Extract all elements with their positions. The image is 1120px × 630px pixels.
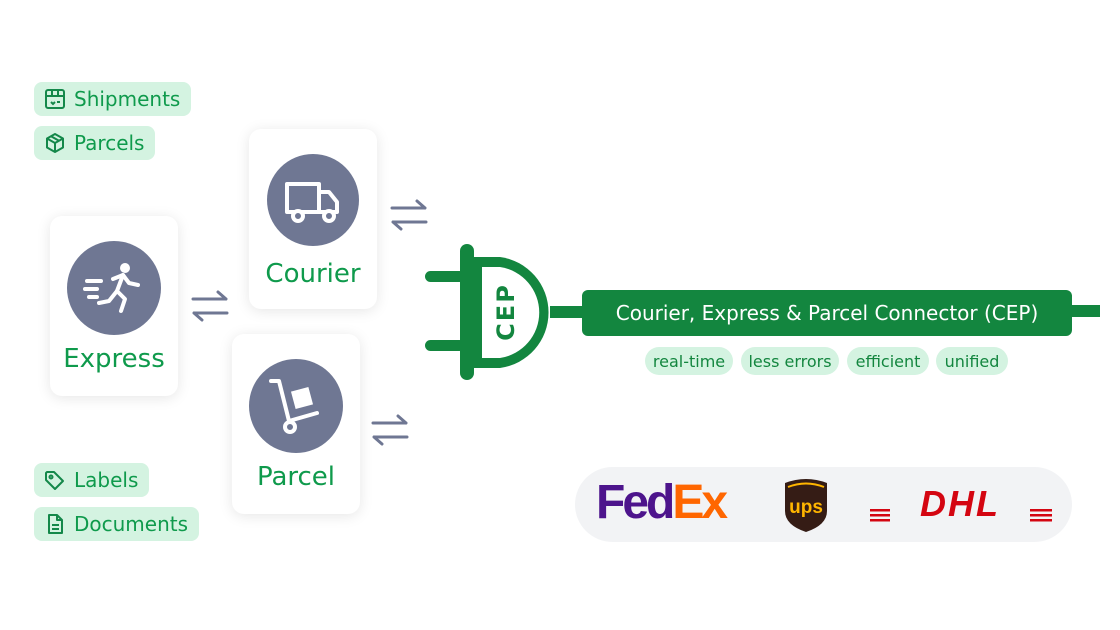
connector-bar: Courier, Express & Parcel Connector (CEP… <box>582 290 1072 336</box>
tag-documents-label: Documents <box>74 512 189 536</box>
swap-arrows-icon <box>191 290 229 322</box>
parcel-circle <box>249 359 343 453</box>
box-icon <box>46 133 64 153</box>
dhl-logo-text: DHL <box>920 487 1000 523</box>
tag-parcels: Parcels <box>34 126 156 160</box>
tag-labels-label: Labels <box>74 468 139 492</box>
running-person-icon <box>83 263 140 313</box>
feature-label: efficient <box>855 351 921 371</box>
swap-arrows-icon <box>390 199 428 231</box>
card-courier: Courier <box>249 129 377 309</box>
shipments-icon <box>45 89 65 109</box>
feature-pill: real-time <box>645 347 733 375</box>
feature-label: unified <box>944 351 1000 371</box>
card-express: Express <box>50 216 178 396</box>
ups-logo-text: ups <box>789 497 823 518</box>
connector-line <box>1068 305 1100 317</box>
card-courier-label: Courier <box>265 259 361 289</box>
hand-truck-icon <box>269 379 319 434</box>
tag-documents: Documents <box>34 507 200 541</box>
fedex-logo-fed: Fed <box>596 476 675 529</box>
cep-plug-label: CEP <box>492 283 520 341</box>
ups-logo: ups <box>785 479 827 532</box>
fedex-logo: FedEx <box>596 476 728 529</box>
tag-shipments: Shipments <box>34 82 192 116</box>
connector-title: Courier, Express & Parcel Connector (CEP… <box>615 301 1039 325</box>
label-tag-icon <box>45 471 64 490</box>
tag-labels: Labels <box>34 463 150 497</box>
card-parcel-label: Parcel <box>256 462 336 492</box>
express-circle <box>67 241 161 335</box>
document-icon <box>48 514 63 534</box>
dhl-logo: DHL <box>870 487 1052 523</box>
feature-pill: unified <box>936 347 1008 375</box>
tag-parcels-label: Parcels <box>74 131 145 155</box>
card-parcel: Parcel <box>232 334 360 514</box>
feature-pill: less errors <box>741 347 839 375</box>
courier-circle <box>267 154 359 246</box>
cep-plug-icon: CEP <box>425 244 600 380</box>
tag-shipments-label: Shipments <box>74 87 181 111</box>
fedex-logo-ex: Ex <box>672 476 728 529</box>
feature-label: real-time <box>652 351 726 371</box>
feature-pill: efficient <box>847 347 929 375</box>
delivery-truck-icon <box>285 182 339 223</box>
feature-label: less errors <box>748 351 832 371</box>
card-express-label: Express <box>63 344 165 374</box>
swap-arrows-icon <box>371 414 409 446</box>
